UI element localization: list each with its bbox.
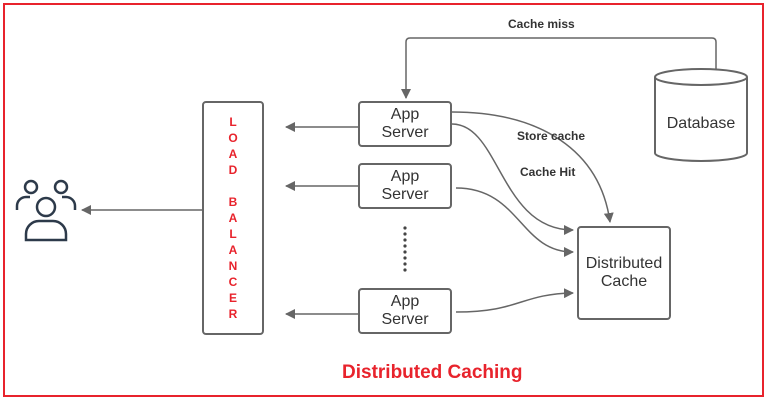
cache-miss-label: Cache miss	[508, 17, 575, 31]
lb-letter: L	[229, 227, 237, 241]
app-server-label: Server	[381, 124, 429, 141]
users-group-icon	[15, 179, 77, 242]
lb-letter: C	[228, 275, 238, 289]
lb-letter: O	[228, 131, 238, 145]
ellipsis-dots	[403, 226, 407, 272]
edge-cache-hit-app2	[455, 187, 574, 257]
cache-label: Cache	[600, 273, 648, 290]
app-server-label: App	[390, 293, 420, 310]
app-server-label: App	[390, 168, 420, 185]
cache-hit-label: Cache Hit	[520, 165, 576, 179]
diagram-frame	[3, 3, 764, 397]
store-cache-label: Store cache	[517, 129, 586, 143]
lb-letter: E	[228, 291, 237, 305]
edge-cache-hit-app3	[455, 288, 574, 313]
edge-cache-miss	[401, 37, 717, 99]
lb-letter: L	[229, 115, 237, 129]
cache-label: Distributed	[585, 255, 663, 272]
lb-letter: A	[228, 147, 238, 161]
edge-store-cache	[451, 111, 614, 223]
diagram-title: Distributed Caching	[342, 362, 523, 383]
app-server-label: App	[390, 106, 420, 123]
lb-letter: A	[228, 211, 238, 225]
lb-letter: A	[228, 243, 238, 257]
lb-letter: N	[228, 259, 238, 273]
lb-letter: D	[228, 163, 238, 177]
app-server-label: Server	[381, 311, 429, 328]
app-server-label: Server	[381, 186, 429, 203]
lb-letter: R	[228, 307, 238, 321]
edge-cache-hit-app1	[451, 123, 574, 235]
database-label: Database	[666, 115, 736, 132]
lb-letter: B	[228, 195, 238, 209]
database-cylinder	[654, 68, 748, 162]
